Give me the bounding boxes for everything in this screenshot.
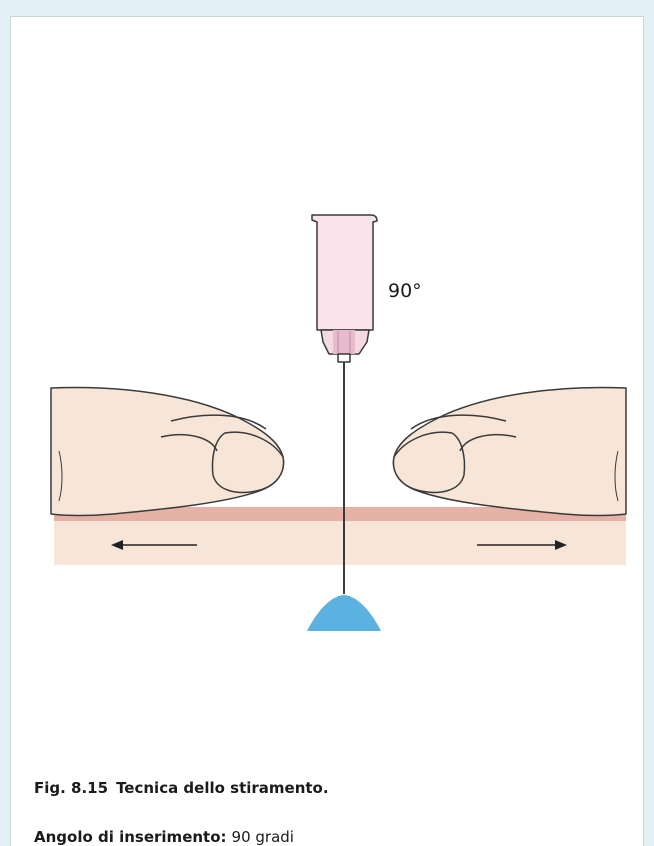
left-hand: [51, 387, 284, 515]
needle-hub: [312, 215, 377, 362]
insertion-angle-value: 90 gradi: [232, 828, 294, 846]
insertion-angle-label: Angolo di inserimento:: [34, 828, 227, 846]
figure-number: Fig. 8.15: [34, 779, 108, 797]
figure-caption: Fig. 8.15 Tecnica dello stiramento.: [34, 779, 329, 797]
figure-title: Tecnica dello stiramento.: [116, 779, 329, 797]
skin-tissue: [54, 515, 626, 565]
illustration: [11, 17, 645, 717]
angle-label: 90°: [388, 280, 422, 302]
fluid-deposit: [307, 595, 381, 631]
right-hand: [393, 387, 626, 515]
figure-panel: 90° Fig. 8.15 Tecnica dello stiramento. A…: [10, 16, 644, 846]
insertion-angle-info: Angolo di inserimento: 90 gradi: [34, 828, 294, 846]
